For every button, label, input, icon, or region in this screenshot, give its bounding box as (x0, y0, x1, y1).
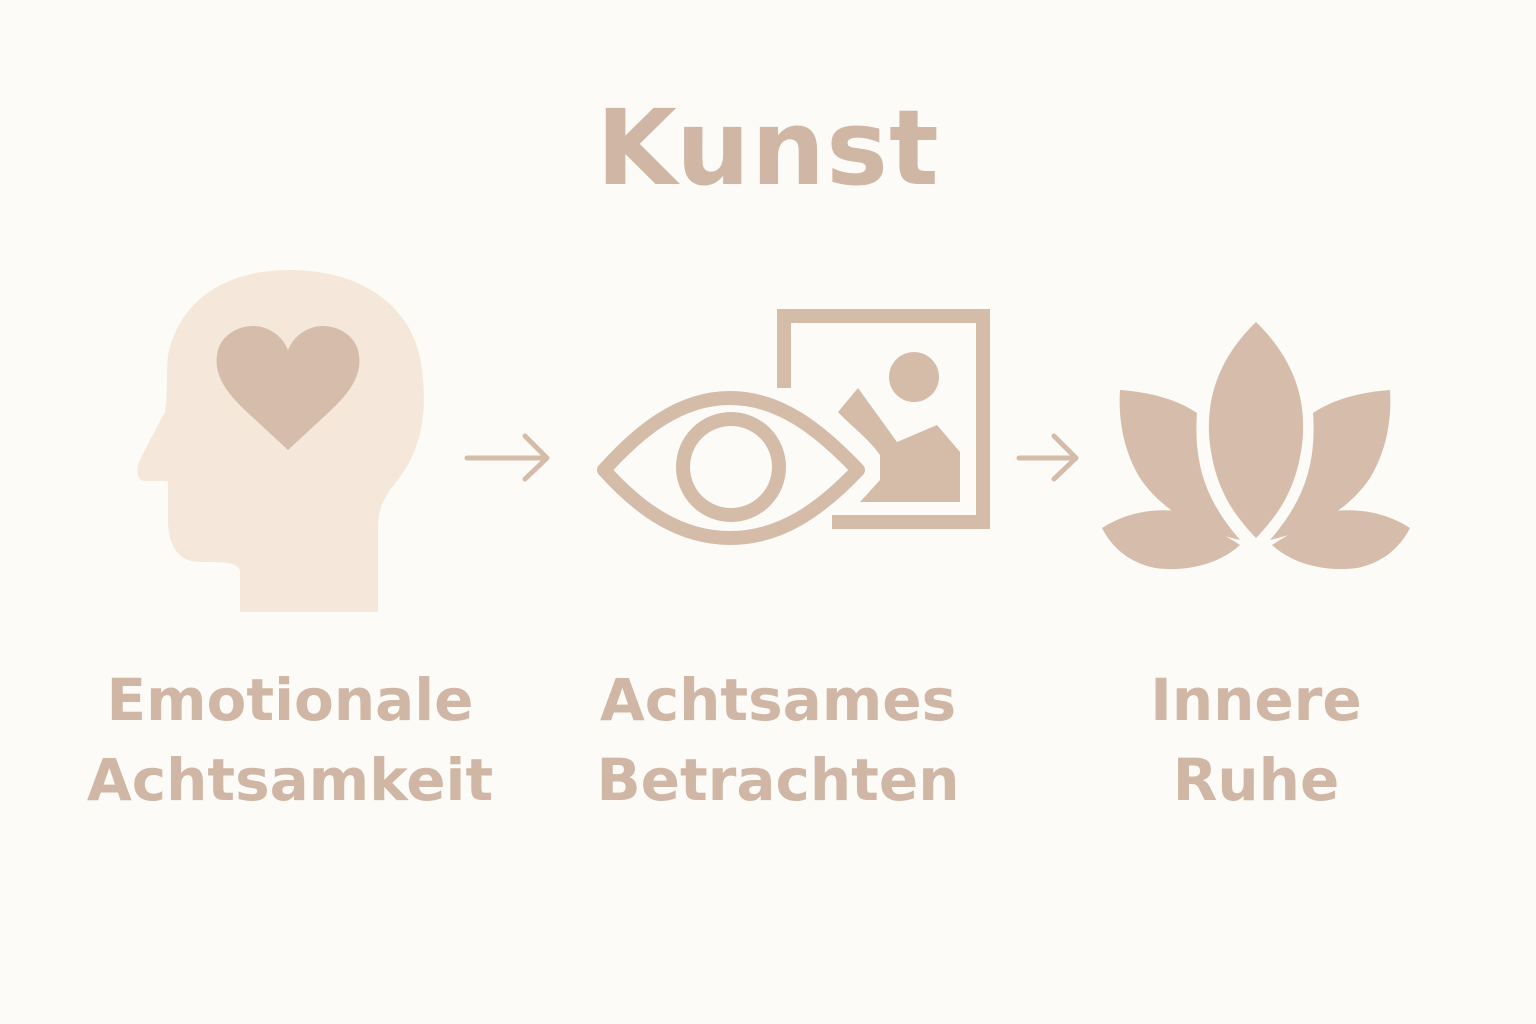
step-label-line: Innere (1150, 666, 1362, 734)
arrow-right-icon (1016, 433, 1079, 482)
diagram-title: Kunst (596, 87, 940, 209)
mountains-icon (838, 388, 960, 502)
lotus-right-petal (1270, 390, 1391, 540)
step-label-line: Betrachten (596, 746, 960, 814)
sun-icon (889, 352, 939, 402)
eye-with-picture-icon (597, 309, 990, 545)
lotus-bottom-right-leaf (1272, 510, 1410, 570)
step-label-inner-peace: Innere Ruhe (1026, 660, 1486, 820)
step-label-emotional-mindfulness: Emotionale Achtsamkeit (60, 660, 520, 820)
eye-iris (676, 412, 786, 522)
arrow-right-icon (464, 433, 550, 482)
lotus-left-petal (1119, 390, 1240, 540)
lotus-icon (1102, 322, 1410, 570)
lotus-bottom-left-leaf (1102, 510, 1240, 570)
picture-frame (777, 309, 990, 529)
step-label-line: Ruhe (1172, 746, 1340, 814)
step-label-mindful-viewing: Achtsames Betrachten (548, 660, 1008, 820)
step-label-line: Achtsamkeit (86, 746, 494, 814)
eye-outline (597, 391, 865, 545)
head-with-heart-icon (137, 270, 424, 612)
heart-icon (216, 326, 360, 450)
step-label-line: Emotionale (106, 666, 474, 734)
step-label-line: Achtsames (599, 666, 957, 734)
lotus-center-petal (1208, 322, 1304, 538)
